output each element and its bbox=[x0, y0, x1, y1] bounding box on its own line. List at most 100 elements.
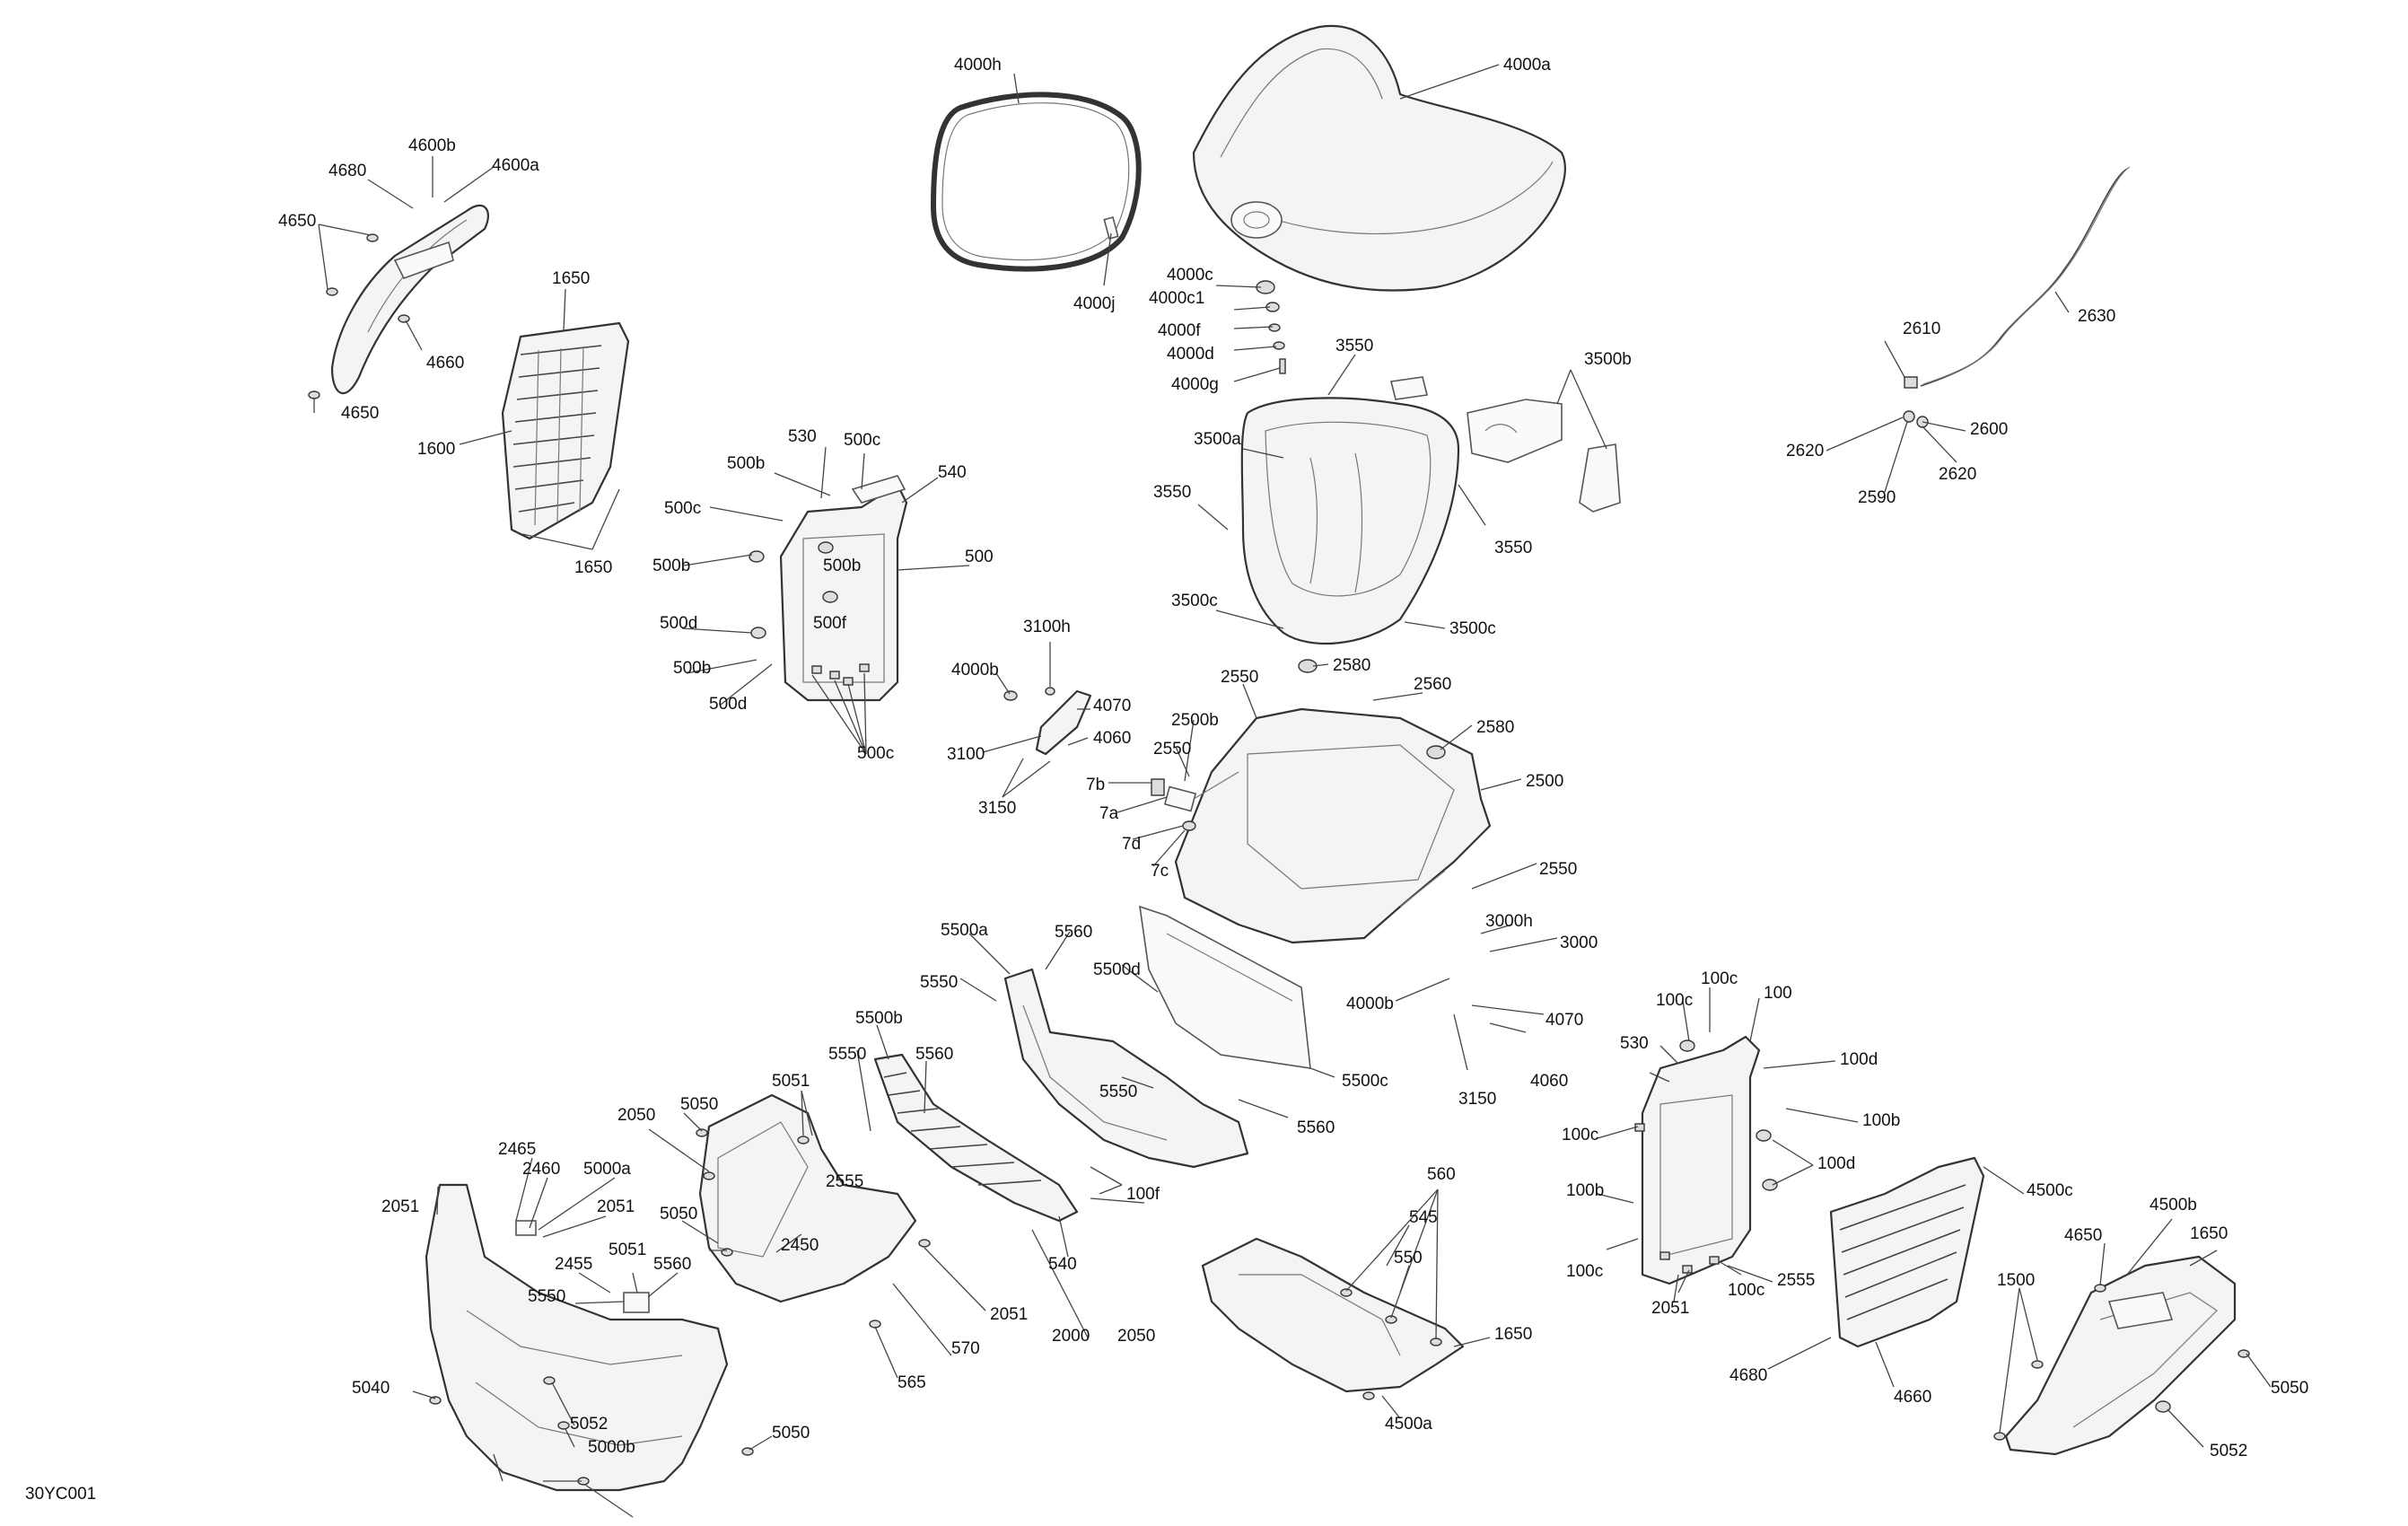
callout-5500c: 5500c bbox=[1342, 1072, 1388, 1091]
callout-4650: 4650 bbox=[341, 404, 379, 423]
callout-4680: 4680 bbox=[328, 162, 366, 180]
callout-565: 545 bbox=[1409, 1208, 1438, 1227]
lid-4000a bbox=[1192, 24, 1566, 292]
callout-7c: 7c bbox=[1151, 862, 1169, 881]
callout-500d: 500d bbox=[709, 695, 747, 714]
callout-7d: 7d bbox=[1122, 835, 1141, 854]
callout-500c: 500c bbox=[844, 431, 880, 450]
callout-5560: 100f bbox=[1126, 1185, 1160, 1204]
callout-4000a: 4000a bbox=[1503, 56, 1551, 75]
callout-5550: 5550 bbox=[828, 1045, 866, 1064]
callout-labels: 4000h 4000a 4600b 4680 4600a 4650 4660 4… bbox=[278, 56, 2308, 1460]
seal-ring-4000h bbox=[931, 92, 1142, 272]
callout-2610: 2610 bbox=[1903, 320, 1940, 338]
callout-4060: 4060 bbox=[1530, 1072, 1568, 1091]
callout-3550: 3550 bbox=[1494, 539, 1532, 557]
bracket-4500 bbox=[1993, 1255, 2250, 1456]
callout-2580: 2580 bbox=[1333, 656, 1370, 675]
callout-3100: 3100 bbox=[947, 745, 985, 764]
callout-4000b: 4000b bbox=[1346, 995, 1394, 1013]
callout-1500: 4660 bbox=[1894, 1388, 1931, 1407]
callout-7a: 7a bbox=[1099, 804, 1119, 823]
callout-4500a: 4500b bbox=[2150, 1196, 2197, 1215]
callout-5050: 2455 bbox=[555, 1255, 592, 1274]
callout-100c: 2051 bbox=[1651, 1299, 1689, 1318]
callout-2465: 5000a bbox=[583, 1160, 631, 1179]
callout-500c: 500c bbox=[857, 744, 894, 763]
callout-4600a: 4600a bbox=[492, 156, 539, 175]
callout-2550: 2550 bbox=[1539, 860, 1577, 879]
callout-540: 540 bbox=[938, 463, 967, 482]
callout-4000d: 4000d bbox=[1167, 345, 1214, 364]
callout-545: 1650 bbox=[1494, 1325, 1532, 1344]
callout-2051: 565 bbox=[898, 1373, 926, 1392]
callout-500b: 500b bbox=[673, 659, 711, 678]
callout-100f: 100c bbox=[1656, 991, 1693, 1010]
callout-2000: 570 bbox=[951, 1339, 980, 1358]
callout-500c: 500c bbox=[664, 499, 701, 518]
callout-100d: 100c bbox=[1562, 1126, 1598, 1144]
callout-4000f: 4000f bbox=[1158, 321, 1201, 340]
callout-550: 4500a bbox=[1385, 1415, 1432, 1434]
callout-2555: 2050 bbox=[617, 1106, 655, 1125]
callout-2555: 2450 bbox=[781, 1236, 819, 1255]
callout-3500c: 3500c bbox=[1449, 619, 1496, 638]
callout-4000c: 4000c bbox=[1167, 266, 1213, 285]
callout-100c: 530 bbox=[1620, 1034, 1649, 1053]
callout-4600b: 4600b bbox=[408, 136, 456, 155]
callout-2051: 5050 bbox=[660, 1205, 697, 1223]
callout-3500c: 3500c bbox=[1171, 592, 1218, 610]
callout-500b: 500b bbox=[727, 454, 765, 473]
front-bumper-5000a bbox=[425, 1183, 754, 1492]
callout-5050: 5040 bbox=[352, 1379, 390, 1398]
callout-3000: 3000 bbox=[1560, 934, 1598, 952]
callout-2455: 5560 bbox=[653, 1255, 691, 1274]
callout-4060: 4060 bbox=[1093, 729, 1131, 748]
bracket-4600 bbox=[308, 204, 489, 399]
callout-1600: 1600 bbox=[417, 440, 455, 459]
callout-1650: 1650 bbox=[552, 269, 590, 288]
callout-4000h: 4000h bbox=[954, 56, 1002, 75]
callout-4000j: 4000j bbox=[1073, 294, 1116, 313]
diagram-reference-code: 30YC001 bbox=[25, 1485, 96, 1504]
callout-5560: 5560 bbox=[1297, 1118, 1335, 1137]
callout-530: 100b bbox=[1862, 1111, 1900, 1130]
callout-100c: 100 bbox=[1764, 984, 1792, 1003]
bracket-3100 bbox=[1003, 687, 1092, 756]
callout-4660: 5052 bbox=[2210, 1442, 2247, 1460]
callout-540: 100c bbox=[1701, 969, 1738, 988]
callout-2050: 2051 bbox=[990, 1305, 1028, 1324]
callout-2630: 2630 bbox=[2078, 307, 2115, 326]
panel-5500c bbox=[1139, 905, 1311, 1069]
frame-100 bbox=[1634, 1035, 1761, 1285]
callout-3150: 3150 bbox=[978, 799, 1016, 818]
callout-7b: 7b bbox=[1086, 776, 1105, 794]
callout-5500a: 5500a bbox=[941, 921, 988, 940]
callout-570: 560 bbox=[1427, 1165, 1456, 1184]
callout-2050: 5051 bbox=[772, 1072, 810, 1091]
switch-7 bbox=[1151, 778, 1197, 831]
side-panels-3500b bbox=[1467, 399, 1621, 513]
callout-5500b: 5500b bbox=[855, 1009, 903, 1028]
callout-500b: 500b bbox=[823, 557, 861, 575]
callout-500b: 500b bbox=[652, 557, 690, 575]
callout-530: 530 bbox=[788, 427, 817, 446]
callout-2550: 2550 bbox=[1221, 668, 1258, 687]
callout-100b: 100d bbox=[1817, 1154, 1855, 1173]
callout-4650: 4650 bbox=[278, 212, 316, 231]
leader-lines bbox=[313, 64, 2272, 1518]
callout-2500: 2500 bbox=[1526, 772, 1563, 791]
callout-5052: 5050 bbox=[772, 1424, 810, 1443]
callout-2560: 2560 bbox=[1414, 675, 1451, 694]
callout-4680: 5050 bbox=[2271, 1379, 2308, 1398]
callout-5051: 2460 bbox=[522, 1160, 560, 1179]
callout-5500d: 5500d bbox=[1093, 960, 1141, 979]
callout-500f: 500f bbox=[813, 614, 847, 633]
callout-4500b: 1650 bbox=[2190, 1224, 2228, 1243]
callout-3100h: 3100h bbox=[1023, 618, 1071, 636]
callout-1650: 4680 bbox=[1729, 1366, 1767, 1385]
callout-2600: 2600 bbox=[1970, 420, 2008, 439]
callout-3500b: 3500b bbox=[1584, 350, 1632, 369]
callout-5550: 2000 bbox=[1052, 1327, 1090, 1346]
callout-5550: 5550 bbox=[920, 973, 958, 992]
